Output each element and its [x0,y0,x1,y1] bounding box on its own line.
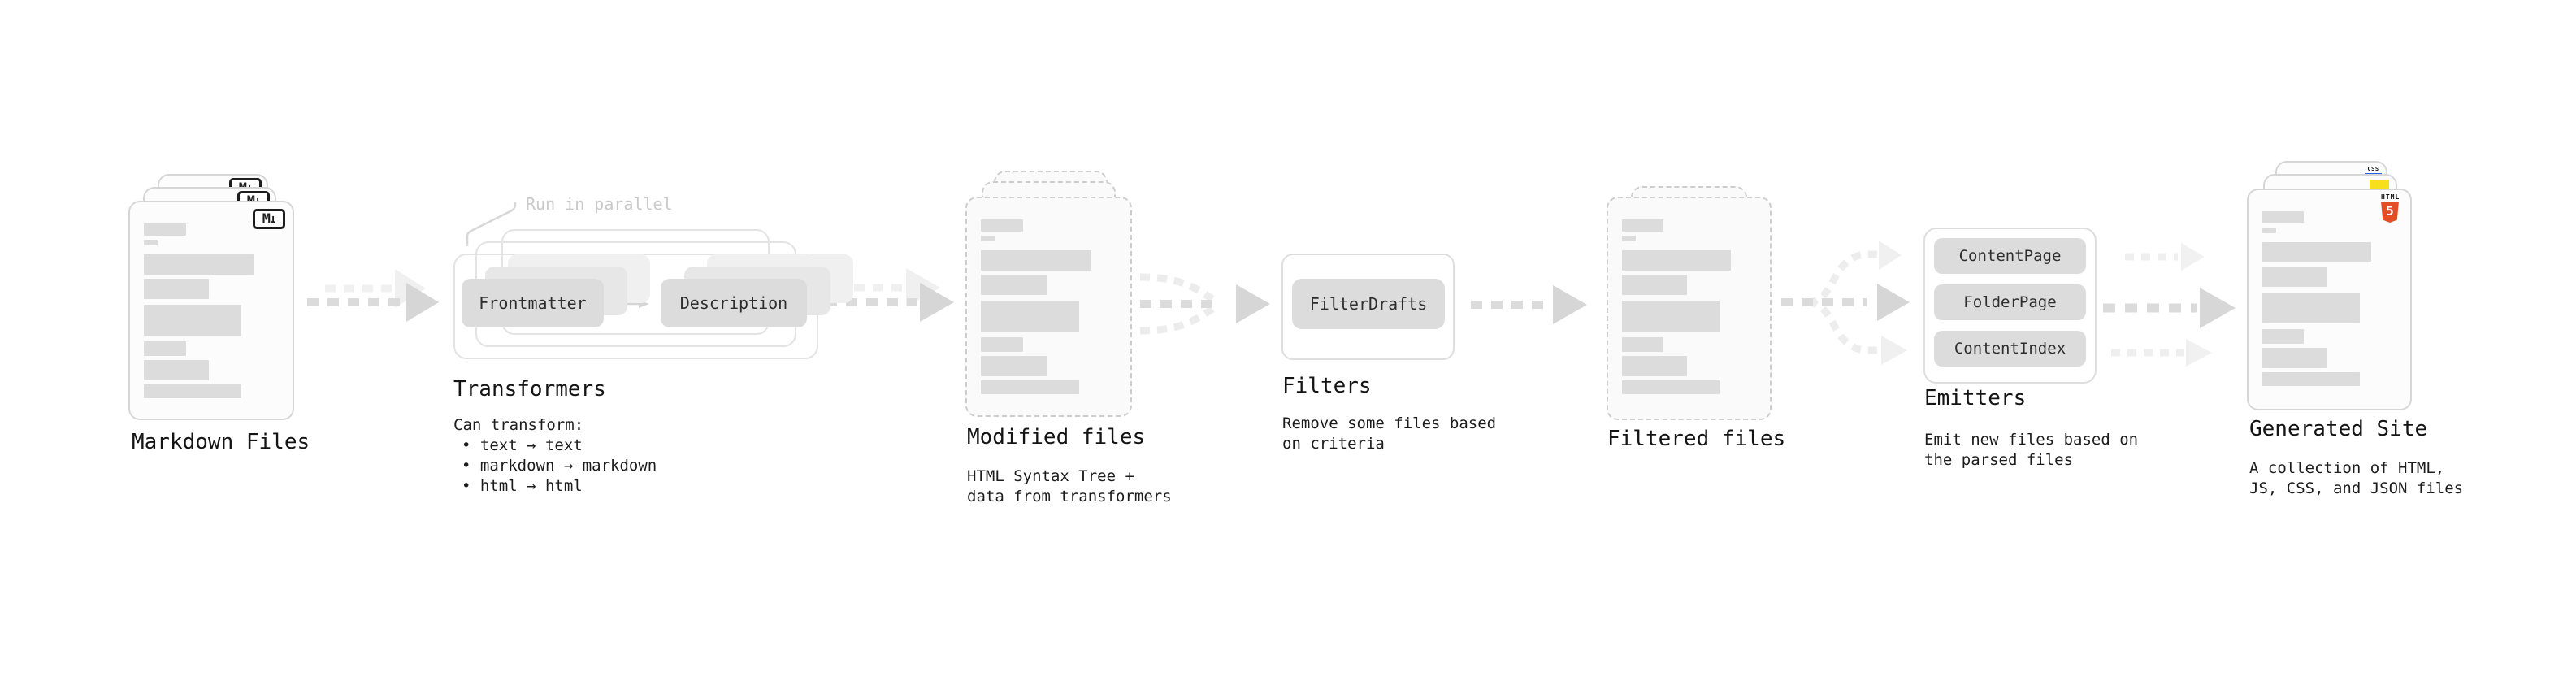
arrow-filters-to-filtered [1471,285,1587,324]
arrow-filtered-to-emitters-fanout [1781,241,1910,365]
doc-content-skeleton [144,223,280,398]
transformers-description: Can transform: • text → text • markdown … [453,415,657,497]
modified-files-description: HTML Syntax Tree + data from transformer… [967,466,1172,507]
skeleton-bar [144,254,254,275]
desc-line: A collection of HTML, [2249,459,2445,477]
contentpage-pill: ContentPage [1934,238,2086,274]
skeleton-bar [144,305,242,336]
skeleton-bar [144,384,242,398]
skeleton-bar [1622,380,1720,394]
filtered-file-card-front [1607,197,1772,420]
skeleton-bar [981,219,1024,232]
modified-files-label: Modified files [967,425,1146,449]
markdown-icon: M↓ [253,209,285,229]
html5-logo-shield: 5 [2381,202,2399,223]
skeleton-bar [1622,356,1687,376]
emitters-label: Emitters [1924,386,2027,410]
skeleton-bar [2262,293,2360,323]
arrow-transformers-to-modified [826,268,954,322]
doc-content-skeleton [1622,219,1757,394]
filters-label: Filters [1282,374,1372,398]
filterdrafts-pill: FilterDrafts [1292,279,1445,329]
markdown-files-label: Markdown Files [132,430,310,454]
skeleton-bar [2262,348,2327,368]
doc-content-skeleton [2262,211,2397,386]
html5-logo-word: HTML [2381,193,2400,201]
skeleton-bar [2262,228,2276,233]
desc-line: data from transformers [967,488,1172,505]
folderpage-pill: FolderPage [1934,284,2086,320]
skeleton-bar [981,337,1024,352]
skeleton-bar [2262,242,2372,262]
markdown-file-card-front: M↓ [128,201,294,420]
desc-line: HTML Syntax Tree + [967,467,1134,485]
desc-line: Remove some files based [1282,414,1497,432]
skeleton-bar [1622,219,1664,232]
transform-bullet: • html → html [462,477,583,495]
filters-frame [1281,254,1455,360]
filtered-files-label: Filtered files [1607,427,1786,451]
skeleton-bar [2262,211,2305,223]
skeleton-bar [1622,250,1732,271]
skeleton-bar [144,341,186,356]
skeleton-bar [2262,329,2305,344]
generated-site-label: Generated Site [2249,417,2428,441]
generated-file-card-html: HTML 5 [2247,189,2412,410]
emitters-description: Emit new files based on the parsed files [1924,430,2138,471]
skeleton-bar [2262,267,2327,287]
run-in-parallel-leader-line [466,202,517,246]
skeleton-bar [144,279,210,299]
arrow-markdown-to-transformers [307,269,439,322]
skeleton-bar [144,223,186,236]
arrow-modified-to-filters-merge [1139,273,1270,335]
transform-bullet: • markdown → markdown [462,457,657,475]
skeleton-bar [144,360,210,380]
emitters-frame [1923,228,2097,384]
skeleton-bar [981,250,1092,271]
filters-description: Remove some files based on criteria [1282,414,1496,454]
skeleton-bar [981,301,1079,332]
transform-bullet: • text → text [462,436,583,454]
desc-line: the parsed files [1924,451,2074,469]
arrow-emitters-to-generated [2103,243,2236,367]
skeleton-bar [1622,301,1720,332]
desc-line: JS, CSS, and JSON files [2249,479,2464,497]
skeleton-bar [981,380,1079,394]
desc-line: on criteria [1282,435,1385,453]
skeleton-bar [144,240,158,245]
skeleton-bar [1622,337,1664,352]
skeleton-bar [1622,275,1687,295]
skeleton-bar [981,356,1047,376]
skeleton-bar [1622,236,1636,241]
js-badge-icon [2370,180,2389,189]
skeleton-bar [981,275,1047,295]
modified-file-card-front [965,197,1132,417]
skeleton-bar [2262,372,2360,386]
frontmatter-pill: Frontmatter [462,279,604,327]
generated-site-description: A collection of HTML, JS, CSS, and JSON … [2249,458,2463,499]
run-in-parallel-note: Run in parallel [526,194,673,214]
transformers-label: Transformers [453,377,606,401]
html5-logo-icon: HTML 5 [2381,194,2399,223]
description-pill: Description [661,279,807,327]
skeleton-bar [981,236,995,241]
doc-content-skeleton [981,219,1117,394]
contentindex-pill: ContentIndex [1934,331,2086,367]
desc-line: Emit new files based on [1924,431,2139,449]
can-transform-title: Can transform: [453,416,584,434]
